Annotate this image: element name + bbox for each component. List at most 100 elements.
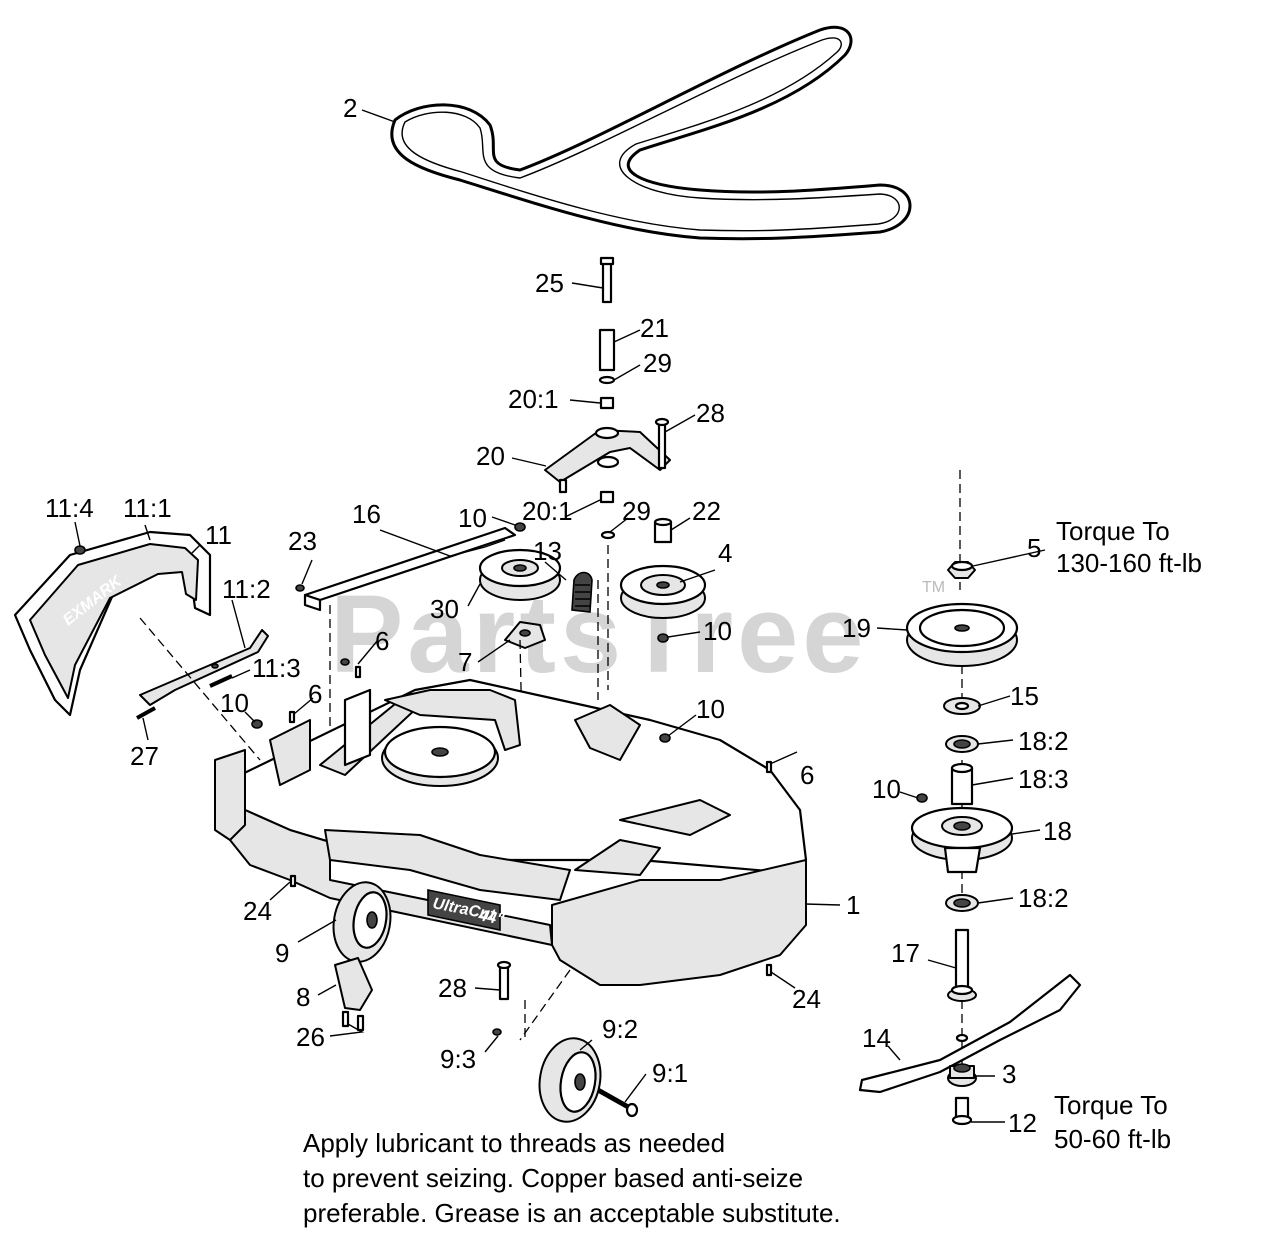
washer-15[interactable] (943, 697, 981, 715)
watermark: PartsTree (330, 573, 867, 696)
leader-lines (74, 109, 1046, 1123)
bolts-26[interactable] (341, 1010, 365, 1032)
idler-pulley-4[interactable] (619, 564, 707, 619)
bracket-11-2[interactable] (139, 629, 269, 706)
washer-29-lower[interactable] (600, 530, 616, 540)
watermark-tm: TM (922, 579, 945, 596)
belt-cover-11[interactable]: EXMARK (13, 530, 212, 717)
bolt-6-d[interactable] (765, 760, 773, 774)
callout-17: 17 (891, 938, 920, 968)
washer-29-top[interactable] (598, 375, 616, 385)
caster-wheel-9[interactable] (327, 878, 396, 967)
callout-19: 19 (842, 613, 871, 643)
callout-23: 23 (288, 526, 317, 556)
idler-arm-20[interactable] (544, 426, 671, 494)
callout-10-d: 10 (696, 694, 725, 724)
torque-top-line1: Torque To (1056, 516, 1170, 546)
spindle-housing-18[interactable] (910, 806, 1014, 874)
nut-10-b[interactable] (657, 633, 669, 643)
spindle-pulley-19[interactable] (905, 602, 1019, 667)
callout-11-4: 11:4 (45, 493, 94, 523)
callout-6-a: 6 (375, 626, 389, 656)
bolt-6-a[interactable] (340, 658, 350, 666)
callout-18-2-bottom: 18:2 (1018, 883, 1069, 913)
callout-3: 3 (1002, 1059, 1016, 1089)
bolt-23[interactable] (295, 584, 305, 592)
nut-10-d[interactable] (659, 733, 671, 743)
callout-4: 4 (718, 538, 732, 568)
callout-11: 11 (205, 520, 232, 550)
spacer-21[interactable] (598, 328, 616, 372)
bracket-16[interactable] (303, 526, 517, 612)
note-line1: Apply lubricant to threads as needed (303, 1128, 725, 1158)
callout-28-top: 28 (696, 398, 725, 428)
deck-badge-size: 44" (476, 907, 506, 929)
callout-11-1: 11:1 (123, 493, 172, 523)
axle-bolt-9-1[interactable] (596, 1087, 639, 1118)
bushing-20-1-lower[interactable] (599, 490, 615, 504)
torque-bottom-line1: Torque To (1054, 1090, 1168, 1120)
nut-10-a[interactable] (514, 522, 526, 532)
callout-10-a: 10 (458, 503, 487, 533)
nut-10-f[interactable] (916, 793, 928, 803)
nut-9-3[interactable] (492, 1028, 502, 1036)
callout-9-3: 9:3 (440, 1044, 476, 1074)
blade-14[interactable] (858, 973, 1082, 1094)
bolt-28-lower[interactable] (496, 960, 512, 1001)
bracket-7[interactable] (504, 621, 546, 649)
belt[interactable] (390, 25, 912, 241)
callout-20-1-top: 20:1 (508, 384, 559, 414)
bearing-18-2-bottom[interactable] (945, 894, 979, 912)
callout-15: 15 (1010, 681, 1039, 711)
bushing-20-1-top[interactable] (599, 396, 615, 410)
blade-adapter-3[interactable] (947, 1063, 977, 1087)
callout-5: 5 (1027, 533, 1041, 563)
callout-13: 13 (533, 536, 562, 566)
knob-11-4[interactable] (74, 545, 86, 555)
caster-wheel-9-2[interactable] (533, 1033, 607, 1126)
bolt-28-top[interactable] (654, 417, 670, 470)
callout-11-2: 11:2 (222, 574, 271, 604)
spindle-shaft-17[interactable] (947, 928, 977, 1002)
callout-20: 20 (476, 441, 505, 471)
callout-30: 30 (430, 594, 459, 624)
torque-note-bottom: Torque To 50-60 ft-lb (1054, 1090, 1171, 1154)
callout-11-3: 11:3 (252, 653, 301, 683)
callout-16: 16 (352, 499, 381, 529)
spring-13[interactable] (571, 571, 593, 613)
callouts: 2 25 21 29 20:1 28 20 10 20:1 29 22 16 2… (45, 93, 1072, 1138)
bolt-25[interactable] (599, 256, 615, 304)
pin-27[interactable] (136, 706, 156, 720)
callout-24-b: 24 (792, 984, 821, 1014)
note-line2: to prevent seizing. Copper based anti-se… (303, 1163, 803, 1193)
callout-9: 9 (275, 938, 289, 968)
callout-27: 27 (130, 741, 159, 771)
callout-29-top: 29 (643, 348, 672, 378)
callout-25: 25 (535, 268, 564, 298)
callout-29-lower: 29 (622, 496, 651, 526)
callout-20-1-lower: 20:1 (522, 496, 573, 526)
bolt-6-b[interactable] (354, 665, 362, 679)
spacer-22[interactable] (653, 517, 673, 544)
bolt-6-c[interactable] (288, 710, 296, 724)
bolt-12[interactable] (951, 1096, 973, 1126)
mower-deck-1[interactable]: UltraCut 44" (214, 678, 808, 986)
bolt-24-a[interactable] (289, 874, 297, 888)
callout-9-1: 9:1 (652, 1058, 688, 1088)
bearing-18-2-top[interactable] (945, 735, 979, 753)
callout-9-2: 9:2 (602, 1014, 638, 1044)
callout-6-b: 6 (308, 679, 322, 709)
spacer-18-3[interactable] (950, 762, 974, 806)
note-line3: preferable. Grease is an acceptable subs… (303, 1198, 841, 1228)
idler-pulley-30[interactable] (478, 548, 562, 601)
callout-18: 18 (1043, 816, 1072, 846)
callout-24-a: 24 (243, 896, 272, 926)
bolt-24-b[interactable] (765, 963, 773, 977)
nut-5[interactable] (947, 560, 976, 579)
callout-1: 1 (846, 890, 860, 920)
pin-11-3[interactable] (209, 674, 233, 688)
callout-12: 12 (1008, 1108, 1037, 1138)
callout-10-f: 10 (872, 774, 901, 804)
bracket-8[interactable] (334, 957, 373, 1011)
